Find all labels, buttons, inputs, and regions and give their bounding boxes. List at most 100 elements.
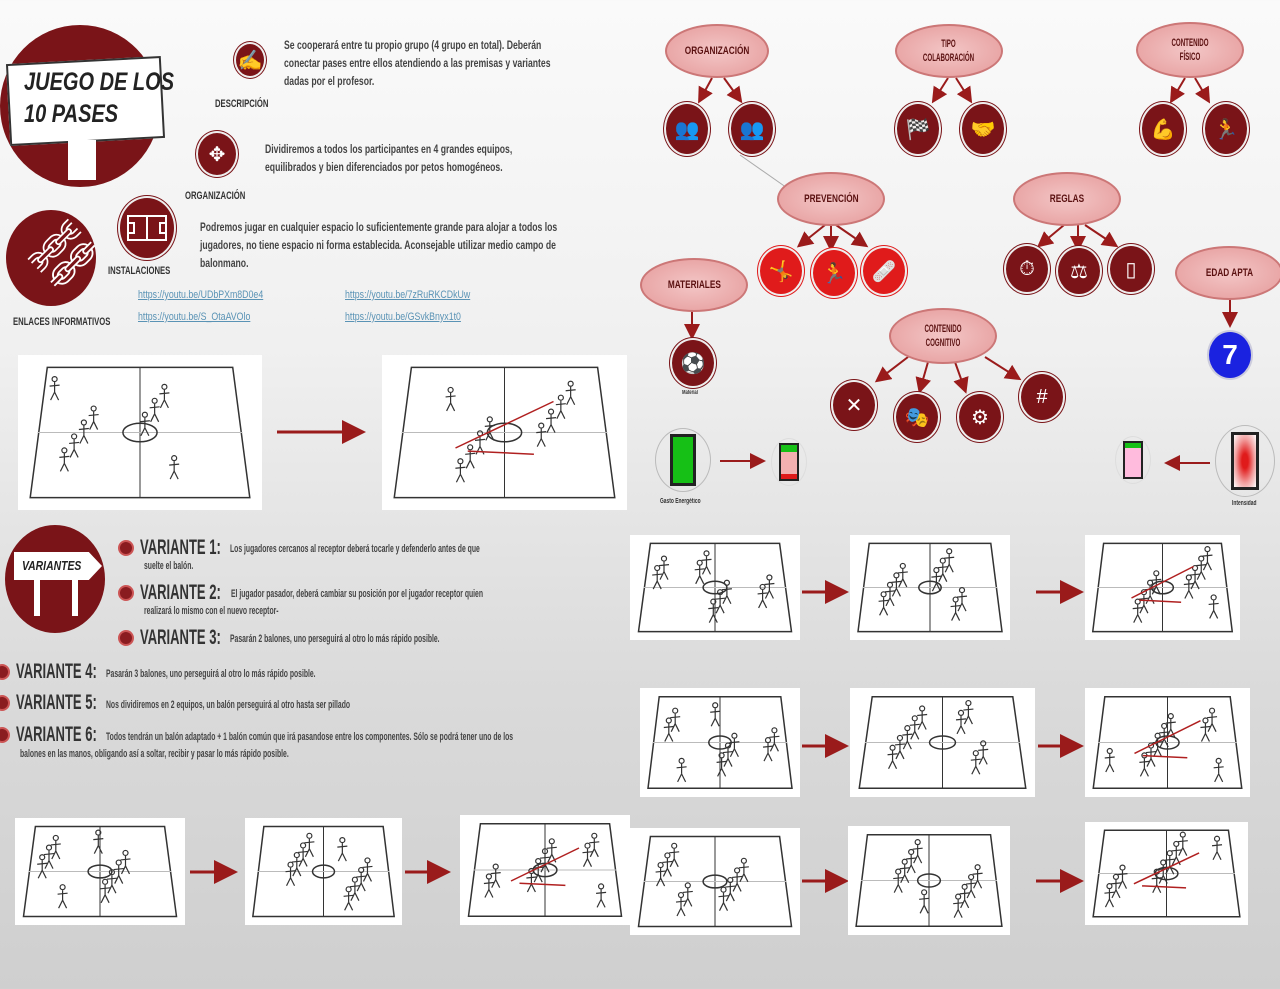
court-diagram [630,535,800,640]
organization-label: ORGANIZACIÓN [185,190,246,202]
title-line1: JUEGO DE LOS [24,68,175,96]
variants-posts [34,580,40,616]
variant-5: VARIANTE 5: [0,691,146,715]
node-label: CONTENIDO [1171,37,1209,49]
variant-label: VARIANTE 2: [140,581,221,604]
text-line: equilibrados y bien diferenciados por pe… [265,160,503,174]
variant-label: VARIANTE 3: [140,626,221,649]
text-line: Pasarán 2 balones, uno perseguirá al otr… [230,633,440,645]
court-diagram [1085,688,1250,797]
battery-full-icon [655,428,711,492]
bullet-icon [0,664,10,680]
bullet-icon [0,727,10,743]
text-line: suelte el balón. [144,560,194,572]
links-badge [6,210,96,306]
court-diagram [1085,535,1240,640]
organization-icon: ✥ [196,131,238,177]
court-diagram [640,688,800,797]
title-line2: 10 PASES [24,100,119,128]
description-icon: ✍ [234,42,266,78]
variant-label: VARIANTE 6: [16,723,97,746]
energy-label: Gasto Energético [660,498,701,505]
age-value: 7 [1222,339,1238,370]
court-diagram [382,355,627,510]
variant-text: balones en las manos, obligando así a so… [20,748,289,760]
text-line: Pasarán 3 balones, uno perseguirá al otr… [106,668,316,680]
court-diagram [15,818,185,925]
variant-text: Pasarán 2 balones, uno perseguirá al otr… [230,633,440,645]
organization-text: Dividiremos a todos los participantes en… [265,140,512,176]
node-organizacion: ORGANIZACIÓN [665,24,769,78]
balls-icon: ⚽ [670,338,716,388]
variant-label: VARIANTE 4: [16,660,97,683]
variant-text: El jugador pasador, deberá cambiar su po… [231,588,483,600]
variant-text: suelte el balón. [144,560,193,572]
text-line: El jugador pasador, deberá cambiar su po… [231,588,484,600]
bullet-icon [118,540,134,556]
age-badge: 7 [1207,330,1253,380]
court-diagram [245,818,402,925]
court-diagram [630,828,800,935]
node-contenido-fisico: CONTENIDO FÍSICO [1136,22,1244,78]
variant-text: Nos dividiremos en 2 equipos, un balón p… [106,699,350,711]
node-label: FÍSICO [1179,51,1201,63]
installations-text: Podremos jugar en cualquier espacio lo s… [200,218,557,272]
masks-icon: 🎭 [894,392,940,442]
variants-sign: VARIANTES [14,552,102,580]
text-line: balones en las manos, obligando así a so… [20,748,289,760]
court-diagram [460,815,630,925]
node-materiales: MATERIALES [640,258,748,312]
node-label: REGLAS [1049,193,1085,205]
installations-label: INSTALACIONES [108,265,171,277]
node-label: TIPO [941,38,957,50]
idea-gears-icon: ⚙ [957,392,1003,442]
variant-text: Pasarán 3 balones, uno perseguirá al otr… [106,668,316,680]
node-reglas: REGLAS [1013,172,1121,226]
node-prevencion: PREVENCIÓN [777,172,885,226]
variant-label: VARIANTE 1: [140,536,221,559]
checkered-flag-icon: 🏁 [895,102,941,156]
bullet-icon [118,630,134,646]
title-post [68,140,96,180]
node-edad-apta: EDAD APTA [1175,246,1280,300]
material-label: Material [682,390,698,396]
video-link[interactable]: https://youtu.be/S_OtaAVOlo [138,311,251,323]
text-line: jugadores, no tiene espacio ni forma est… [200,238,556,252]
variant-4: VARIANTE 4: [0,660,146,684]
video-link[interactable]: https://youtu.be/7zRuRKCDkUw [345,289,471,301]
runner-icon: 🏃 [1203,102,1249,156]
group-icon: 👥 [729,102,775,156]
field-icon [118,196,176,260]
bandage-icon: 🩹 [861,246,907,296]
links-label: ENLACES INFORMATIVOS [13,316,111,328]
description-label: DESCRIPCIÓN [215,98,269,110]
variant-text: Los jugadores cercanos al receptor deber… [230,543,480,555]
variant-3: VARIANTE 3: [118,626,270,650]
variant-text: Todos tendrán un balón adaptado + 1 baló… [106,731,513,743]
node-label: ORGANIZACIÓN [684,45,750,57]
text-line: conectar pases entre ellos atendiendo a … [284,56,551,70]
runner-icon: 🏃 [811,248,857,298]
variants-title: VARIANTES [22,558,82,573]
text-line: realizará lo mismo con el nuevo receptor… [144,605,279,617]
stopwatch-icon: ⏱ [1004,244,1050,294]
teamwork-icon: 🤝 [960,102,1006,156]
bullet-icon [118,585,134,601]
variant-label: VARIANTE 5: [16,691,97,714]
text-line: Nos dividiremos en 2 equipos, un balón p… [106,699,351,711]
text-line: Los jugadores cercanos al receptor deber… [230,543,480,555]
group-icon: 👥 [664,102,710,156]
battery-intensity-icon [1215,425,1275,497]
variants-posts [72,580,78,616]
text-line: Podremos jugar en cualquier espacio lo s… [200,220,558,234]
court-diagram [850,688,1035,797]
video-link[interactable]: https://youtu.be/UDbPXm8D0e4 [138,289,264,301]
battery-low-icon [771,438,807,486]
variant-2: VARIANTE 2: [118,581,270,605]
text-line: Todos tendrán un balón adaptado + 1 baló… [106,731,514,743]
court-diagram [848,826,1010,935]
video-link[interactable]: https://youtu.be/GSvkBnyx1t0 [345,311,461,323]
title-text: JUEGO DE LOS 10 PASES [24,66,174,130]
